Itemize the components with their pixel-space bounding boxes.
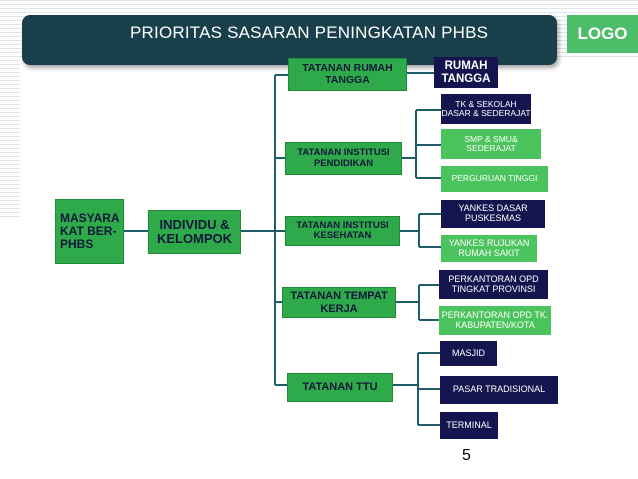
target-yankes-rujukan: YANKES RUJUKAN RUMAH SAKIT xyxy=(441,235,537,262)
background-stripes-left xyxy=(0,60,20,220)
target-pasar: PASAR TRADISIONAL xyxy=(440,376,558,404)
tatanan-rumah-tangga: TATANAN RUMAH TANGGA xyxy=(288,58,407,91)
target-opd-provinsi-label: PERKANTORAN OPD TINGKAT PROVINSI xyxy=(448,273,539,294)
target-smp-smu-label: SMP & SMU& SEDERAJAT xyxy=(464,133,518,153)
target-rumah-tangga: RUMAH TANGGA xyxy=(434,57,498,88)
target-tk-sd: TK & SEKOLAH DASAR & SEDERAJAT xyxy=(441,94,531,124)
target-opd-kabupaten: PERKANTORAN OPD TK. KABUPATEN/KOTA xyxy=(439,306,551,335)
target-terminal-label: TERMINAL xyxy=(446,419,492,430)
target-perguruan-tinggi-label: PERGURUAN TINGGI xyxy=(451,173,538,184)
target-yankes-dasar: YANKES DASAR PUSKESMAS xyxy=(441,200,545,228)
tatanan-pendidikan: TATANAN INSTITUSI PENDIDIKAN xyxy=(285,142,402,175)
tatanan-tempat-kerja-label: TATANAN TEMPAT KERJA xyxy=(290,290,388,315)
target-yankes-dasar-label: YANKES DASAR PUSKESMAS xyxy=(458,203,528,223)
logo: LOGO xyxy=(567,15,638,53)
tatanan-tempat-kerja: TATANAN TEMPAT KERJA xyxy=(282,287,396,318)
target-opd-kabupaten-label: PERKANTORAN OPD TK. KABUPATEN/KOTA xyxy=(441,309,549,330)
target-rumah-tangga-label: RUMAH TANGGA xyxy=(441,59,491,85)
tatanan-ttu-label: TATANAN TTU xyxy=(302,381,378,394)
target-terminal: TERMINAL xyxy=(440,412,498,439)
target-yankes-rujukan-label: YANKES RUJUKAN RUMAH SAKIT xyxy=(448,237,530,258)
tatanan-kesehatan: TATANAN INSTITUSI KESEHATAN xyxy=(285,216,400,246)
page-number: 5 xyxy=(462,447,471,464)
target-perguruan-tinggi: PERGURUAN TINGGI xyxy=(441,166,548,192)
target-masjid: MASJID xyxy=(440,341,497,366)
tatanan-ttu: TATANAN TTU xyxy=(287,373,393,402)
page-title: PRIORITAS SASARAN PENINGKATAN PHBS xyxy=(130,23,489,42)
root-node-label: MASYARA KAT BER-PHBS xyxy=(60,210,120,252)
target-tk-sd-label: TK & SEKOLAH DASAR & SEDERAJAT xyxy=(441,98,531,118)
individu-kelompok-node: INDIVIDU & KELOMPOK xyxy=(148,210,241,254)
tatanan-pendidikan-label: TATANAN INSTITUSI PENDIDIKAN xyxy=(297,147,390,169)
target-smp-smu: SMP & SMU& SEDERAJAT xyxy=(441,129,541,159)
target-pasar-label: PASAR TRADISIONAL xyxy=(452,384,546,395)
title-bar xyxy=(22,15,557,65)
root-node: MASYARA KAT BER-PHBS xyxy=(55,199,124,264)
individu-kelompok-label: INDIVIDU & KELOMPOK xyxy=(156,216,233,246)
tatanan-rumah-tangga-label: TATANAN RUMAH TANGGA xyxy=(302,61,393,86)
target-opd-provinsi: PERKANTORAN OPD TINGKAT PROVINSI xyxy=(439,270,548,299)
tatanan-kesehatan-label: TATANAN INSTITUSI KESEHATAN xyxy=(296,219,389,241)
target-masjid-label: MASJID xyxy=(451,347,485,358)
